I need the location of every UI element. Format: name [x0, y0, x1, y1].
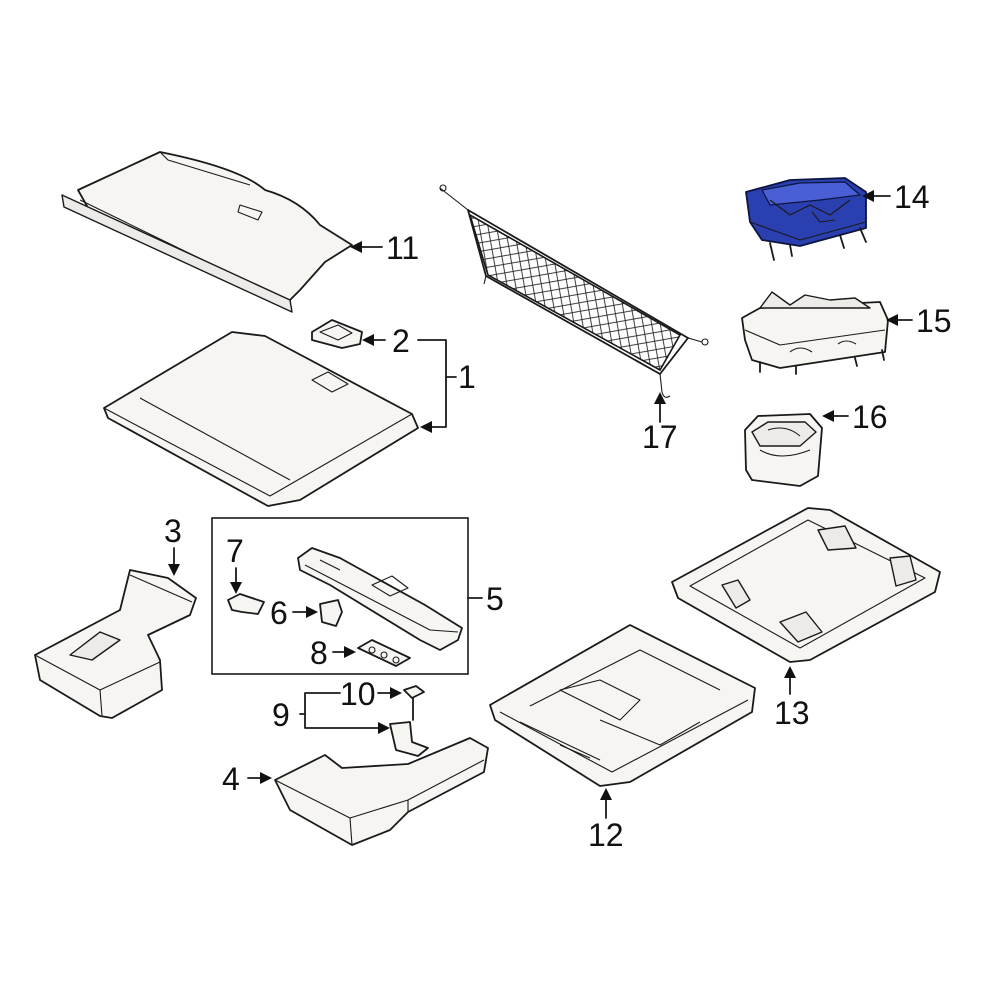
- callout-5: 5: [486, 581, 504, 617]
- callout-7: 7: [226, 533, 244, 569]
- part-4-floor-storage-tray[interactable]: [274, 737, 489, 846]
- callout-4: 4: [222, 761, 240, 797]
- callout-8: 8: [310, 635, 328, 671]
- part-17-cargo-net[interactable]: [439, 184, 709, 398]
- part-12-floor-mat[interactable]: [489, 624, 756, 787]
- part-9-bracket[interactable]: [389, 721, 429, 757]
- part-16-storage-bin[interactable]: [744, 413, 823, 487]
- callout-6: 6: [270, 595, 288, 631]
- callout-9: 9: [272, 697, 290, 733]
- part-5-rear-panel-bracket[interactable]: [297, 547, 463, 651]
- callout-2: 2: [392, 323, 410, 359]
- part-3-side-storage-box[interactable]: [34, 569, 197, 719]
- callout-11: 11: [386, 230, 419, 266]
- callout-labels: 1 2 3 4 5 6 7 8 9 10 11 12 13 14 15 16 1…: [164, 179, 952, 853]
- callout-10: 10: [340, 676, 376, 712]
- part-8-plate[interactable]: [357, 639, 411, 667]
- leader-lines: [168, 190, 913, 819]
- part-14-organizer-highlighted[interactable]: [745, 177, 867, 261]
- part-11-cargo-cover[interactable]: [61, 151, 353, 313]
- part-15-organizer-tray[interactable]: [741, 291, 889, 375]
- part-10-bolt[interactable]: [403, 685, 425, 721]
- callout-12: 12: [588, 817, 624, 853]
- callout-15: 15: [916, 303, 952, 339]
- callout-3: 3: [164, 513, 182, 549]
- part-2-clip[interactable]: [311, 319, 363, 349]
- callout-16: 16: [852, 399, 888, 435]
- callout-1: 1: [458, 359, 476, 395]
- part-7-clip[interactable]: [227, 593, 265, 615]
- part-6-bracket[interactable]: [319, 599, 343, 627]
- callout-14: 14: [894, 179, 930, 215]
- part-5-group: [211, 517, 469, 675]
- callout-13: 13: [774, 695, 810, 731]
- part-1-load-floor[interactable]: [103, 331, 419, 507]
- part-13-cargo-tray-liner[interactable]: [671, 507, 941, 663]
- callout-17: 17: [642, 419, 678, 455]
